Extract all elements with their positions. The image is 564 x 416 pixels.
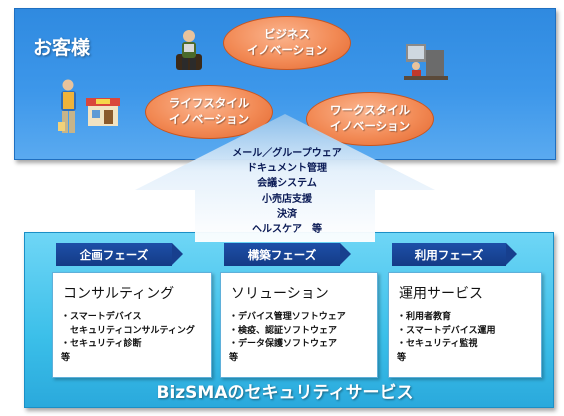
card-list: ・スマートデバイス セキュリティコンサルティング ・セキュリティ診断 等 xyxy=(61,311,195,365)
list-item: ・セキュリティ診断 xyxy=(61,339,142,349)
list-item: 等 xyxy=(229,352,239,363)
workstyle-innovation-oval: ワークスタイル イノベーション xyxy=(306,92,434,146)
phase-tab-operation: 利用フェーズ xyxy=(392,243,517,266)
solution-card: ソリューション ・デバイス管理ソフトウェア ・検疫、認証ソフトウェア ・データ保… xyxy=(220,272,378,378)
arrow-item: 会議システム xyxy=(257,178,317,190)
business-innovation-oval: ビジネス イノベーション xyxy=(223,16,351,70)
card-title: ソリューション xyxy=(231,286,329,302)
service-title: BizSMAのセキュリティサービス xyxy=(156,383,414,403)
arrow-item: 小売店支援 xyxy=(262,193,312,205)
list-item: ・デバイス管理ソフトウェア xyxy=(229,312,346,322)
list-item: 等 xyxy=(61,352,71,363)
arrow-items-list: メール／グループウェア ドキュメント管理 会議システム 小売店支援 決済 ヘルス… xyxy=(200,146,374,237)
arrow-item: ドキュメント管理 xyxy=(247,163,327,175)
person-shopping-icon xyxy=(58,79,76,133)
arrow-item: 決済 xyxy=(277,208,297,220)
arrow-item: ヘルスケア 等 xyxy=(252,224,322,236)
phase-tab-build: 構築フェーズ xyxy=(224,243,351,266)
up-arrow xyxy=(135,114,435,242)
customer-title: お客様 xyxy=(33,37,91,59)
list-item: セキュリティコンサルティング xyxy=(61,325,195,336)
list-item: 等 xyxy=(397,352,407,363)
list-item: ・セキュリティ監視 xyxy=(397,339,478,349)
shop-icon xyxy=(86,98,120,126)
card-list: ・デバイス管理ソフトウェア ・検疫、認証ソフトウェア ・データ保護ソフトウェア … xyxy=(229,311,346,365)
phase-tab-planning: 企画フェーズ xyxy=(56,243,183,266)
list-item: ・スマートデバイス運用 xyxy=(397,325,496,336)
person-seated-icon xyxy=(176,30,202,70)
arrow-item: メール／グループウェア xyxy=(232,148,342,159)
lifestyle-innovation-oval: ライフスタイル イノベーション xyxy=(145,85,273,139)
list-item: ・スマートデバイス xyxy=(61,312,142,322)
office-worker-icon xyxy=(404,44,448,80)
list-item: ・利用者教育 xyxy=(397,312,452,322)
card-title: 運用サービス xyxy=(399,286,483,302)
list-item: ・データ保護ソフトウェア xyxy=(229,339,338,349)
operation-service-card: 運用サービス ・利用者教育 ・スマートデバイス運用 ・セキュリティ監視 等 xyxy=(388,272,542,378)
consulting-card: コンサルティング ・スマートデバイス セキュリティコンサルティング ・セキュリテ… xyxy=(52,272,212,378)
card-title: コンサルティング xyxy=(63,286,175,302)
list-item: ・検疫、認証ソフトウェア xyxy=(229,325,338,336)
card-list: ・利用者教育 ・スマートデバイス運用 ・セキュリティ監視 等 xyxy=(397,311,495,365)
